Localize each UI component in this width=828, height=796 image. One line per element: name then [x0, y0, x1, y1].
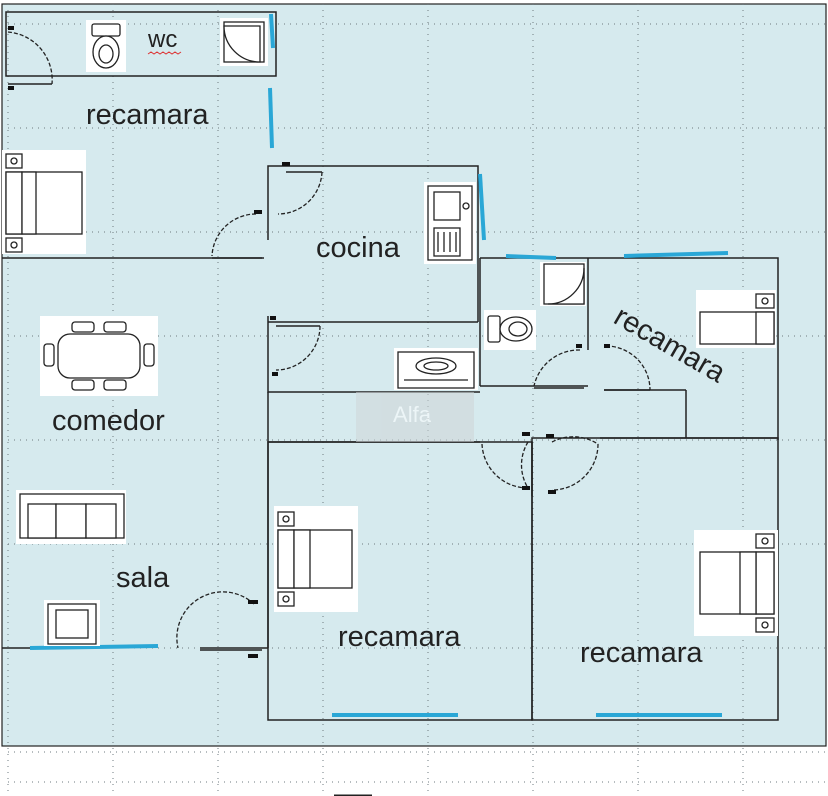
armchair-icon: [44, 600, 100, 646]
bed-icon-recamara-mid: [274, 506, 358, 612]
room-label-cocina: cocina: [316, 232, 401, 264]
sofa-icon: [16, 490, 126, 544]
bed-icon-recamara-right: [696, 290, 776, 348]
watermark-logo: Alfa: [356, 392, 474, 442]
room-label-recamara-bottom-right: recamara: [580, 637, 703, 669]
shower-icon: [220, 18, 268, 66]
room-label-recamara-mid: recamara: [338, 621, 461, 653]
room-label-comedor: comedor: [52, 405, 165, 437]
watermark-text: Alfa: [393, 402, 432, 427]
bed-icon-recamara-bottom-right: [694, 530, 778, 636]
spellcheck-underline: [147, 51, 182, 55]
shower-icon-2: [540, 262, 586, 306]
windows: [29, 13, 729, 717]
room-label-wc: wc: [147, 26, 177, 53]
room-label-recamara-top: recamara: [86, 99, 209, 131]
room-label-sala: sala: [116, 562, 170, 594]
dining-table-icon: [40, 316, 158, 396]
bed-icon-recamara-top: [2, 150, 86, 254]
toilet-icon: [86, 20, 126, 72]
doors: [7, 26, 651, 658]
toilet-icon-2: [484, 310, 536, 350]
stove-icon: [394, 348, 478, 390]
sink-icon: [424, 182, 476, 264]
grid-lines: [7, 4, 826, 796]
